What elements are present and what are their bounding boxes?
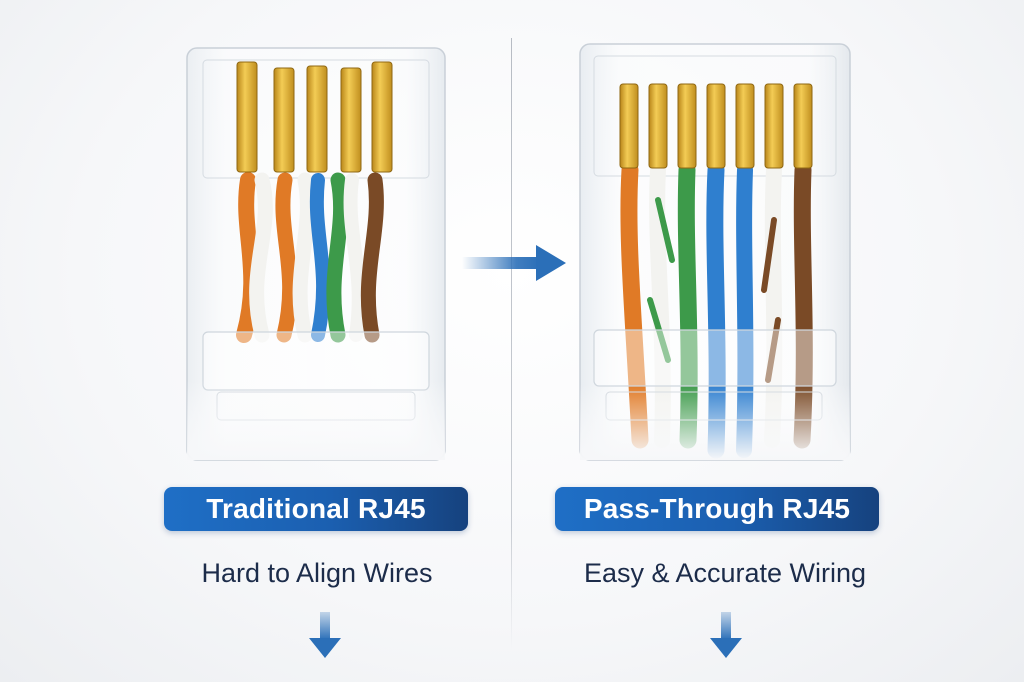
traditional-rj45-caption: Hard to Align Wires <box>201 558 433 588</box>
traditional-rj45-label: Traditional RJ45 <box>164 487 468 531</box>
panel-divider <box>511 38 512 650</box>
pass-through-rj45-label: Pass-Through RJ45 <box>555 487 879 531</box>
pass-through-rj45-caption: Easy & Accurate Wiring <box>583 558 867 588</box>
pass-through-rj45-panel <box>512 0 1024 682</box>
traditional-rj45-panel: Traditional RJ45 Hard to Align Wires <box>164 47 468 658</box>
down-arrow-icon <box>309 612 341 658</box>
right-arrow-icon <box>462 245 566 281</box>
down-arrow-icon <box>710 612 742 658</box>
traditional-rj45-connector-image <box>186 47 446 461</box>
pass-through-rj45-connector-image <box>579 43 851 461</box>
